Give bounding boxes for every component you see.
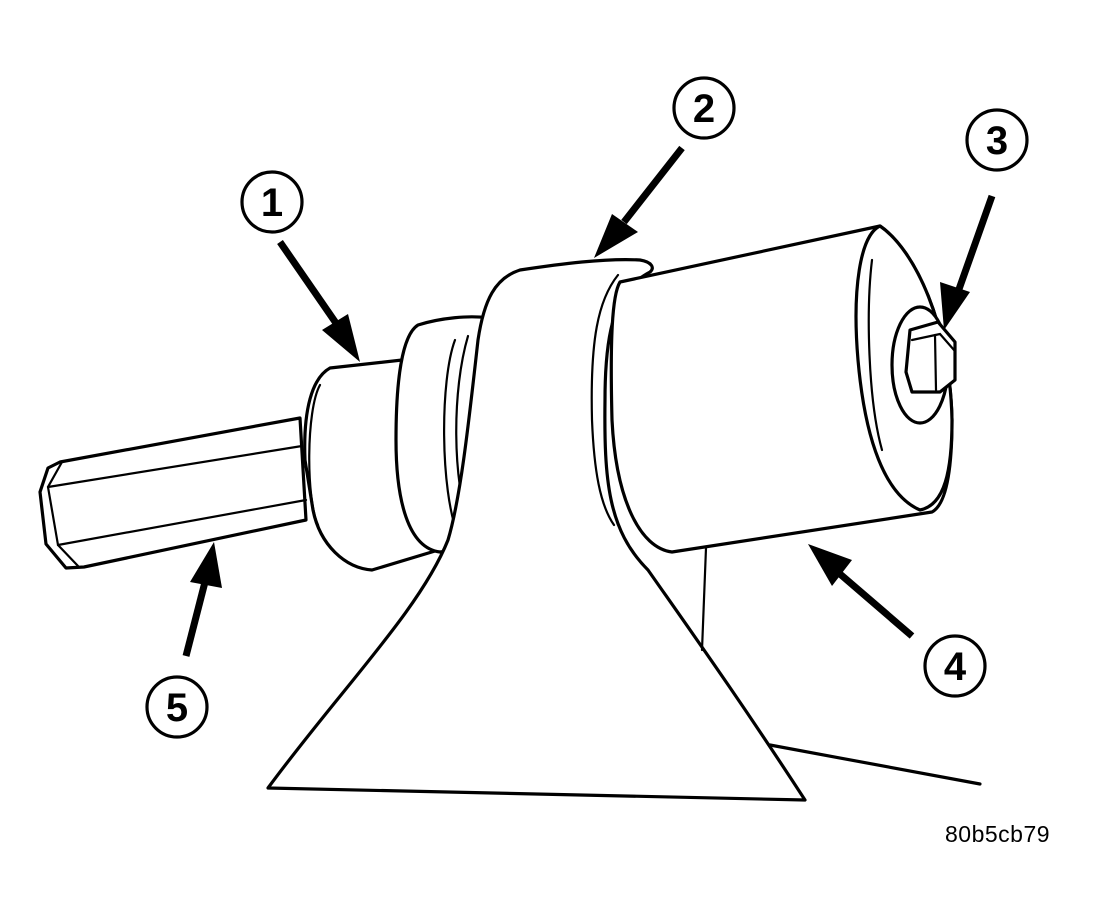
callout-2: 2 (594, 76, 736, 258)
callout-2-label: 2 (693, 87, 715, 131)
callout-3-label: 3 (986, 119, 1008, 163)
callout-5: 5 (145, 542, 222, 739)
callout-1-label: 1 (261, 181, 283, 225)
callout-5-label: 5 (166, 686, 188, 730)
mounting-bracket (266, 258, 807, 802)
callout-4-label: 4 (944, 645, 967, 689)
callout-1: 1 (240, 170, 360, 362)
callout-4: 4 (808, 544, 987, 698)
figure-code: 80b5cb79 (945, 821, 1051, 847)
callout-3: 3 (940, 108, 1029, 330)
floor-line (768, 743, 982, 786)
hex-nut (890, 305, 957, 425)
hex-shaft (38, 416, 308, 570)
